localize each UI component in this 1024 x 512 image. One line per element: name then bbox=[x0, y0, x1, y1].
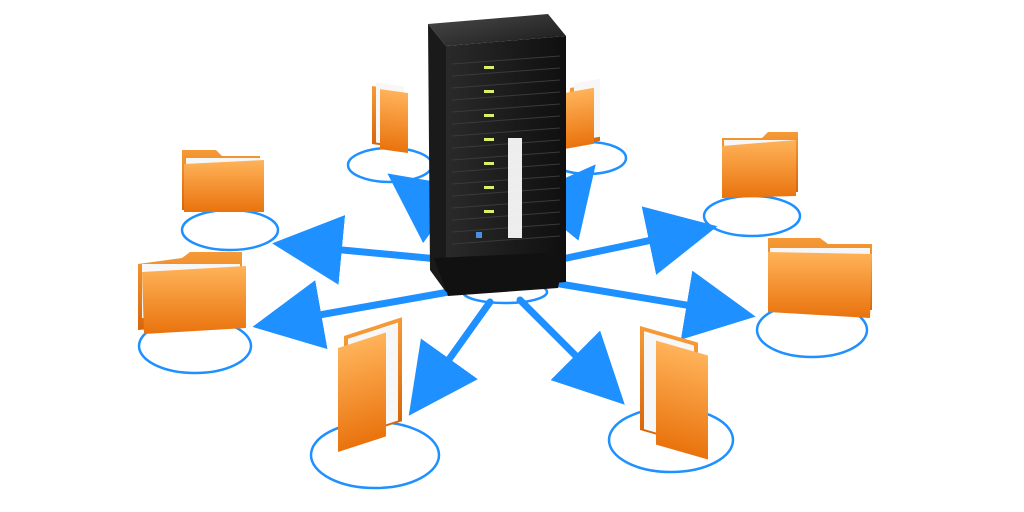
arrow-icon bbox=[408, 298, 494, 416]
folders bbox=[138, 78, 872, 460]
folder-icon bbox=[138, 252, 246, 334]
folder-icon bbox=[722, 132, 798, 198]
arrow-icon bbox=[516, 296, 625, 405]
folder-icon bbox=[566, 78, 600, 149]
arrow-icon bbox=[544, 206, 718, 275]
ring-marker bbox=[702, 194, 802, 238]
folder-icon bbox=[182, 150, 264, 212]
arrow-icon bbox=[544, 270, 756, 340]
folder-icon bbox=[768, 238, 872, 318]
folder-icon bbox=[640, 326, 708, 460]
server-drive-bays bbox=[451, 55, 561, 245]
ring-marker bbox=[346, 146, 434, 184]
ring-marker bbox=[180, 208, 280, 252]
server-light-strip bbox=[508, 138, 522, 238]
server-tower-icon bbox=[428, 14, 566, 296]
folder-icon bbox=[338, 317, 402, 452]
arrow-icon bbox=[252, 280, 464, 350]
distribution-arrows bbox=[252, 164, 756, 416]
folder-icon bbox=[372, 82, 408, 154]
